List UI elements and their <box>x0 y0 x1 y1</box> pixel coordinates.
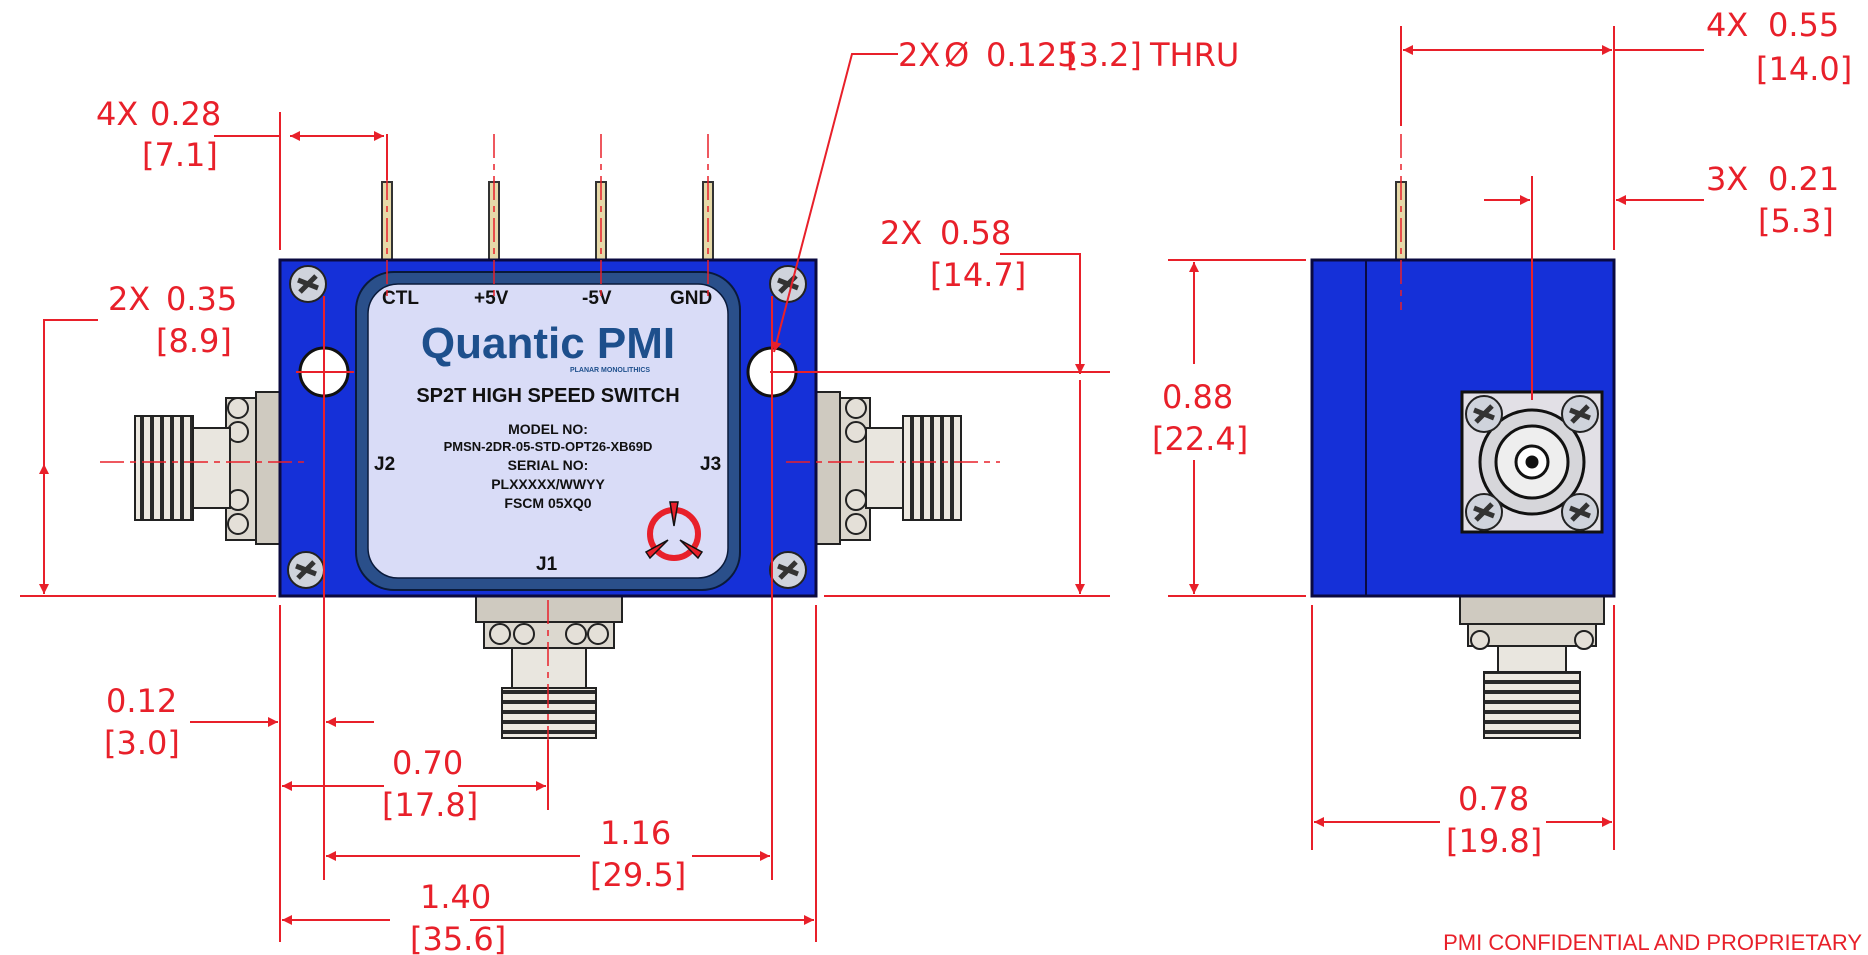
dim-j1-offset-mm: [17.8] <box>382 786 478 824</box>
connector-j3 <box>815 391 962 545</box>
dim-conn-height-in: 0.35 <box>166 280 237 318</box>
serial-label: SERIAL NO: <box>508 457 589 473</box>
dim-hole-mm: [3.2] <box>1066 36 1142 74</box>
dim-pin-spacing-in: 0.28 <box>150 95 221 133</box>
dimension-labels: 4X 0.28 [7.1] 2X Ø 0.125 [3.2] THRU 2X 0… <box>96 6 1852 955</box>
dim-width-mm: [35.6] <box>410 920 506 955</box>
side-connector-bottom <box>1459 595 1605 739</box>
dim-conn-height-mm: [8.9] <box>156 322 232 360</box>
dim-edge-offset-in: 0.12 <box>106 682 177 720</box>
brand-subtitle: PLANAR MONOLITHICS <box>570 367 650 374</box>
dim-depth-top-in: 0.55 <box>1768 6 1839 44</box>
dim-pin-spacing-qty: 4X <box>96 95 138 133</box>
dim-width-in: 1.40 <box>420 878 491 916</box>
dim-hole-spacing-in: 1.16 <box>600 814 671 852</box>
dim-hole-height-qty: 2X <box>880 214 922 252</box>
model-number: PMSN-2DR-05-STD-OPT26-XB69D <box>444 439 653 454</box>
model-label: MODEL NO: <box>508 421 588 437</box>
dim-hole-height-mm: [14.7] <box>930 256 1026 294</box>
serial-number: PLXXXXX/WWYY <box>491 476 605 492</box>
side-view <box>1310 181 1616 739</box>
pins <box>381 181 714 261</box>
port-label-j2: J2 <box>374 454 395 475</box>
connector-j1 <box>475 595 623 739</box>
dim-height-mm: [22.4] <box>1152 420 1248 458</box>
dim-conn-height-qty: 2X <box>108 280 150 318</box>
pmi-emblem-icon <box>644 501 704 561</box>
dim-hole-suffix: THRU <box>1149 36 1239 74</box>
dim-hole-qty: 2X <box>898 36 940 74</box>
screw-icon <box>769 551 807 589</box>
screw-icon <box>1465 493 1503 531</box>
screw-icon <box>289 265 327 303</box>
dim-pin-offset-mm: [5.3] <box>1758 202 1834 240</box>
dim-j1-offset-in: 0.70 <box>392 744 463 782</box>
dim-pin-spacing-mm: [7.1] <box>142 136 218 174</box>
dim-hole-height-in: 0.58 <box>940 214 1011 252</box>
dim-pin-offset-in: 0.21 <box>1768 160 1839 198</box>
dim-depth-top-mm: [14.0] <box>1756 50 1852 88</box>
screws <box>287 265 807 589</box>
connector-j2 <box>134 391 281 545</box>
label-plate <box>367 283 729 579</box>
dim-hole-spacing-mm: [29.5] <box>590 856 686 894</box>
pin-label-m5v: -5V <box>582 288 612 309</box>
port-label-j3: J3 <box>700 454 721 475</box>
dim-height-in: 0.88 <box>1162 378 1233 416</box>
screw-icon <box>287 551 325 589</box>
pin-label-gnd: GND <box>670 288 712 309</box>
brand-logo: Quantic PMI <box>421 319 675 368</box>
dim-hole-in: 0.125 <box>986 36 1078 74</box>
dim-edge-offset-mm: [3.0] <box>104 724 180 762</box>
pin-label-p5v: +5V <box>474 288 509 309</box>
front-view: CTL +5V -5V GND Quantic PMI PLANAR MONOL… <box>134 181 962 739</box>
dim-pin-offset-qty: 3X <box>1706 160 1748 198</box>
dim-depth-top-qty: 4X <box>1706 6 1748 44</box>
dim-depth-in: 0.78 <box>1458 780 1529 818</box>
pin-label-ctl: CTL <box>382 288 419 309</box>
dim-hole-symbol: Ø <box>944 36 969 74</box>
center-lines <box>100 134 1402 740</box>
fscm-code: FSCM 05XQ0 <box>504 495 591 511</box>
dim-depth-mm: [19.8] <box>1446 822 1542 860</box>
screw-icon <box>1465 395 1503 433</box>
screws-side <box>1465 395 1599 531</box>
screw-icon <box>1561 493 1599 531</box>
product-title: SP2T HIGH SPEED SWITCH <box>416 385 679 407</box>
screw-icon <box>1561 395 1599 433</box>
dimension-lines <box>20 26 1704 942</box>
port-label-j1: J1 <box>536 554 558 575</box>
confidential-notice: PMI CONFIDENTIAL AND PROPRIETARY <box>1443 930 1862 955</box>
